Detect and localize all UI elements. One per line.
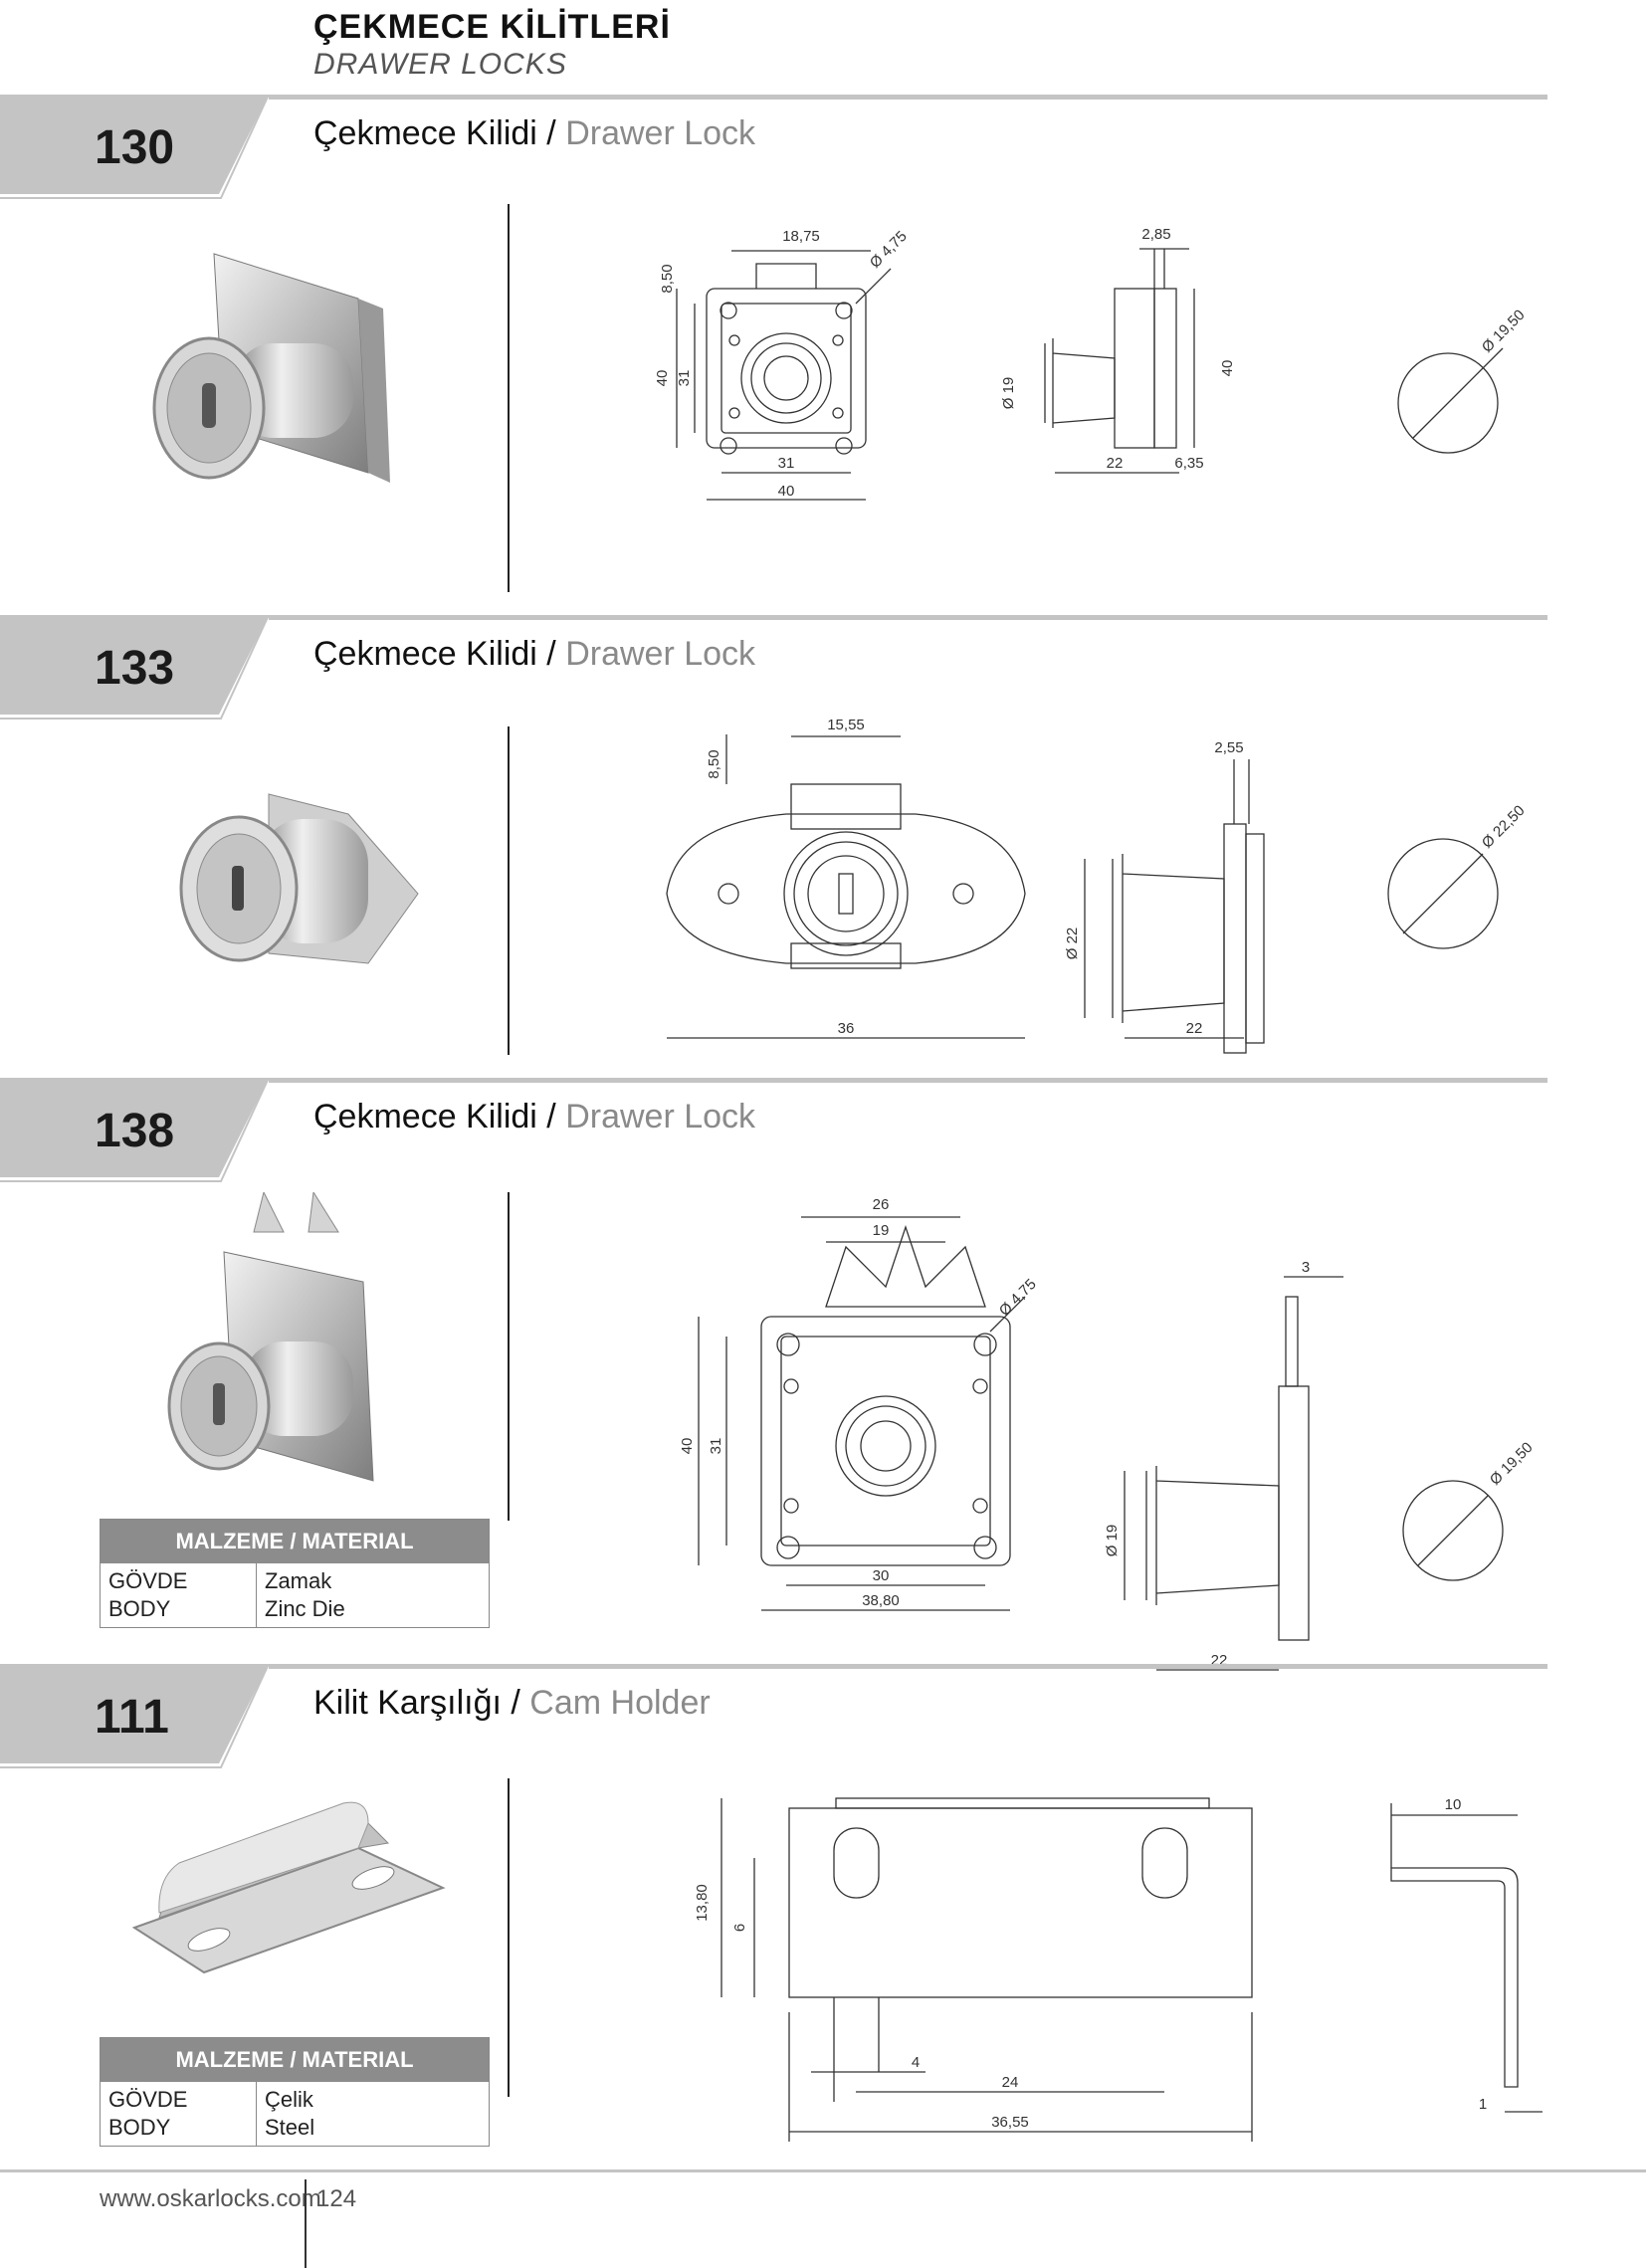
product-code: 138 [95, 1105, 175, 1157]
material-label-tr: GÖVDE [108, 1568, 188, 1593]
svg-text:40: 40 [679, 1438, 696, 1455]
svg-text:26: 26 [873, 1196, 890, 1213]
material-label-en: BODY [108, 2115, 171, 2140]
svg-text:31: 31 [676, 370, 693, 387]
material-value-en: Steel [265, 2115, 315, 2140]
material-value-tr: Zamak [265, 1568, 332, 1593]
svg-text:Ø 19: Ø 19 [1104, 1525, 1121, 1557]
product-tab: 111 [0, 1664, 279, 1773]
product-code: 133 [95, 642, 175, 695]
material-value-en: Zinc Die [265, 1596, 345, 1621]
svg-text:22: 22 [1107, 455, 1124, 472]
section-rule [269, 615, 1547, 620]
svg-text:8,50: 8,50 [706, 749, 722, 778]
svg-text:19: 19 [873, 1222, 890, 1239]
section-divider [508, 204, 510, 592]
section-title: Çekmece Kilidi / Drawer Lock [313, 1098, 756, 1135]
section-rule [269, 1078, 1547, 1083]
svg-text:Ø 22: Ø 22 [1064, 928, 1081, 960]
material-label-tr: GÖVDE [108, 2087, 188, 2112]
tech-drawing-133: 15,55 8,50 36 2,55 Ø 22 22 Ø 22,50 [666, 717, 1529, 1054]
svg-text:36,55: 36,55 [991, 2114, 1029, 2131]
section-divider [508, 726, 510, 1055]
section-divider [508, 1192, 510, 1521]
svg-text:4: 4 [912, 2054, 920, 2071]
svg-text:10: 10 [1445, 1796, 1462, 1813]
svg-text:6: 6 [731, 1924, 748, 1932]
svg-text:Ø 19,50: Ø 19,50 [1487, 1439, 1537, 1489]
material-table-header: MALZEME / MATERIAL [101, 2038, 489, 2082]
footer-rule [0, 2169, 1646, 2172]
svg-text:2,85: 2,85 [1141, 226, 1170, 243]
svg-text:24: 24 [1002, 2074, 1019, 2091]
svg-text:40: 40 [1219, 360, 1236, 377]
product-code: 111 [95, 1691, 169, 1744]
svg-text:18,75: 18,75 [782, 228, 820, 245]
svg-text:2,55: 2,55 [1214, 739, 1243, 756]
svg-text:13,80: 13,80 [694, 1884, 711, 1922]
section-title: Kilit Karşılığı / Cam Holder [313, 1684, 711, 1722]
svg-text:30: 30 [873, 1567, 890, 1584]
svg-text:40: 40 [654, 370, 671, 387]
material-label-en: BODY [108, 1596, 171, 1621]
section-title: Çekmece Kilidi / Drawer Lock [313, 114, 756, 152]
svg-text:31: 31 [708, 1438, 724, 1455]
section-rule [269, 95, 1547, 100]
page-subtitle: DRAWER LOCKS [313, 48, 567, 81]
page-number: 124 [316, 2185, 357, 2212]
svg-text:Ø 4,75: Ø 4,75 [996, 1276, 1040, 1320]
product-photo-138 [167, 1192, 374, 1482]
tech-drawing-130: 18,75 8,50 40 31 Ø 4,75 31 40 2,85 Ø 19 … [654, 226, 1529, 501]
product-code: 130 [95, 121, 175, 174]
material-value-tr: Çelik [265, 2087, 313, 2112]
section-divider [508, 1778, 510, 2097]
page-title: ÇEKMECE KİLİTLERİ [313, 8, 671, 46]
product-tab: 138 [0, 1078, 279, 1187]
svg-text:40: 40 [778, 483, 795, 500]
svg-text:22: 22 [1186, 1020, 1203, 1037]
svg-text:Ø 22,50: Ø 22,50 [1479, 802, 1529, 852]
product-tab: 133 [0, 615, 279, 724]
svg-text:8,50: 8,50 [659, 264, 676, 293]
tech-drawing-111: 13,80 6 4 24 36,55 10 1 [694, 1796, 1543, 2142]
product-tab: 130 [0, 95, 279, 204]
svg-text:31: 31 [778, 455, 795, 472]
svg-text:Ø 19: Ø 19 [1000, 377, 1017, 410]
footer-url[interactable]: www.oskarlocks.com [100, 2185, 321, 2212]
svg-text:36: 36 [838, 1020, 855, 1037]
svg-text:38,80: 38,80 [862, 1592, 900, 1609]
tech-drawing-138: 26 19 Ø 4,75 40 31 30 38,80 3 Ø 19 22 Ø … [679, 1196, 1537, 1671]
section-rule [269, 1664, 1547, 1669]
svg-text:6,35: 6,35 [1174, 455, 1203, 472]
footer-divider [305, 2179, 307, 2268]
svg-text:Ø 19,50: Ø 19,50 [1479, 307, 1529, 356]
svg-text:3: 3 [1302, 1259, 1310, 1276]
svg-text:Ø 4,75: Ø 4,75 [867, 228, 911, 272]
product-photo-111 [131, 1801, 446, 1974]
product-photo-130 [152, 253, 390, 483]
section-title: Çekmece Kilidi / Drawer Lock [313, 635, 756, 673]
svg-text:1: 1 [1479, 2096, 1487, 2113]
product-photo-133 [179, 793, 419, 964]
svg-text:15,55: 15,55 [827, 717, 865, 733]
material-table-header: MALZEME / MATERIAL [101, 1520, 489, 1563]
